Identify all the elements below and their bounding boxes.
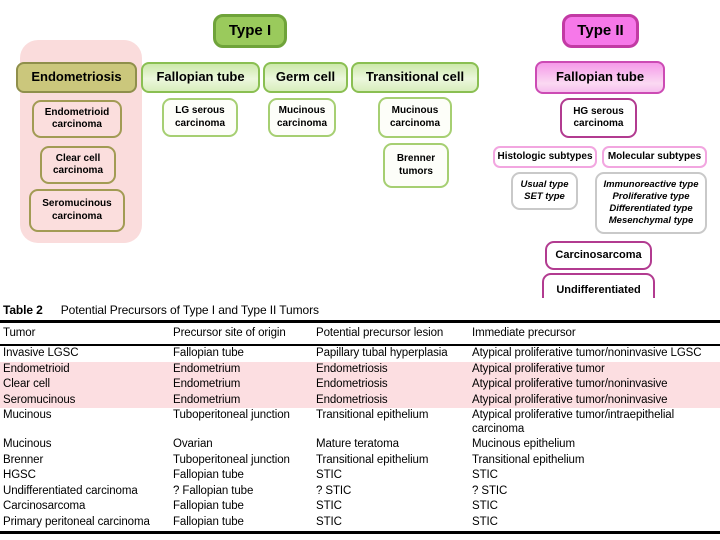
cell-site: ? Fallopian tube <box>173 484 254 497</box>
cell-site: Endometrium <box>173 362 241 375</box>
cell-tumor: Primary peritoneal carcinoma <box>3 515 150 528</box>
node-hg-serous-carcinoma: HG serous carcinoma <box>560 98 637 138</box>
table-title: Table 2 Potential Precursors of Type I an… <box>0 298 720 320</box>
table-row: Mucinous Ovarian Mature teratoma Mucinou… <box>0 437 720 453</box>
cell-lesion: STIC <box>316 515 342 528</box>
table-top-rule <box>0 320 720 323</box>
cell-immediate: Atypical proliferative tumor/noninvasive <box>472 393 668 406</box>
table-row: Primary peritoneal carcinoma Fallopian t… <box>0 515 720 531</box>
node-molecular-subtypes: Molecular subtypes <box>602 146 707 168</box>
cell-immediate: Transitional epithelium <box>472 453 585 466</box>
cell-lesion: Transitional epithelium <box>316 453 429 466</box>
type-ii-header: Type II <box>562 14 639 48</box>
table-row: Endometrioid Endometrium Endometriosis A… <box>0 361 720 377</box>
cell-site: Fallopian tube <box>173 515 244 528</box>
table-row: Brenner Tuboperitoneal junction Transiti… <box>0 453 720 469</box>
table-row: Carcinosarcoma Fallopian tube STIC STIC <box>0 499 720 515</box>
table-header-row: Tumor Precursor site of origin Potential… <box>0 323 720 345</box>
cell-immediate: STIC <box>472 515 498 528</box>
cell-lesion: STIC <box>316 500 342 512</box>
cell-lesion: STIC <box>316 469 342 481</box>
cell-site: Fallopian tube <box>173 469 244 481</box>
category-endometriosis: Endometriosis <box>16 62 137 93</box>
cell-tumor: Endometrioid <box>3 362 70 375</box>
cell-immediate: Atypical proliferative tumor/noninvasive <box>472 378 668 390</box>
cell-tumor: Carcinosarcoma <box>3 500 86 512</box>
category-fallopian-tube-type2: Fallopian tube <box>535 61 665 94</box>
node-carcinosarcoma: Carcinosarcoma <box>545 241 652 270</box>
cell-immediate: Atypical proliferative tumor/noninvasive… <box>472 347 702 359</box>
category-fallopian-tube-type1: Fallopian tube <box>141 62 260 93</box>
table-title-text: Potential Precursors of Type I and Type … <box>60 303 319 317</box>
table-row: Undifferentiated carcinoma ? Fallopian t… <box>0 484 720 500</box>
cell-tumor: Clear cell <box>3 378 50 390</box>
node-histologic-type-list: Usual type SET type <box>511 172 578 210</box>
cell-tumor: Undifferentiated carcinoma <box>3 484 138 497</box>
table-number-label: Table 2 <box>3 303 43 317</box>
table-bottom-rule <box>0 531 720 534</box>
cell-site: Endometrium <box>173 378 241 390</box>
cell-tumor: Mucinous <box>3 409 52 421</box>
table-row: Mucinous Tuboperitoneal junction Transit… <box>0 408 720 437</box>
table-row: Invasive LGSC Fallopian tube Papillary t… <box>0 346 720 362</box>
cell-immediate: ? STIC <box>472 484 508 497</box>
table-header-rule <box>0 344 720 346</box>
table-row: Seromucinous Endometrium Endometriosis A… <box>0 392 720 408</box>
cell-lesion: Mature teratoma <box>316 438 399 450</box>
cell-tumor: Mucinous <box>3 438 52 450</box>
cell-site: Tuboperitoneal junction <box>173 453 290 466</box>
cell-site: Fallopian tube <box>173 500 244 512</box>
node-molecular-type-list: Immunoreactive type Proliferative type D… <box>595 172 707 234</box>
table-row: HGSC Fallopian tube STIC STIC <box>0 468 720 484</box>
node-clear-cell-carcinoma: Clear cell carcinoma <box>40 146 116 184</box>
category-germ-cell: Germ cell <box>263 62 348 93</box>
node-brenner-tumors: Brenner tumors <box>383 143 449 188</box>
node-lg-serous-carcinoma: LG serous carcinoma <box>162 98 238 137</box>
cell-immediate: Mucinous epithelium <box>472 438 575 450</box>
column-header-tumor: Tumor <box>3 326 36 339</box>
cell-lesion: Endometriosis <box>316 362 388 375</box>
cell-site: Tuboperitoneal junction <box>173 409 290 421</box>
cell-immediate: STIC <box>472 469 498 481</box>
cell-site: Ovarian <box>173 438 213 450</box>
cell-immediate: Atypical proliferative tumor <box>472 362 605 375</box>
category-transitional-cell: Transitional cell <box>351 62 479 93</box>
precursors-table: Table 2 Potential Precursors of Type I an… <box>0 298 720 540</box>
cell-immediate: STIC <box>472 500 498 512</box>
node-mucinous-carcinoma-transitional: Mucinous carcinoma <box>378 97 452 138</box>
cell-tumor: HGSC <box>3 469 36 481</box>
cell-tumor: Seromucinous <box>3 393 76 406</box>
cell-site: Fallopian tube <box>173 347 244 359</box>
cell-lesion: Transitional epithelium <box>316 409 429 421</box>
cell-tumor: Brenner <box>3 453 44 466</box>
cell-lesion: Endometriosis <box>316 378 388 390</box>
cell-lesion: Endometriosis <box>316 393 388 406</box>
cell-lesion: ? STIC <box>316 484 352 497</box>
column-header-precursor-lesion: Potential precursor lesion <box>316 326 444 339</box>
cell-tumor: Invasive LGSC <box>3 347 79 359</box>
node-endometrioid-carcinoma: Endometrioid carcinoma <box>32 100 122 138</box>
node-histologic-subtypes: Histologic subtypes <box>493 146 597 168</box>
column-header-precursor-site: Precursor site of origin <box>173 326 286 339</box>
type-i-header: Type I <box>213 14 287 48</box>
cell-lesion: Papillary tubal hyperplasia <box>316 347 448 359</box>
node-mucinous-carcinoma-germ: Mucinous carcinoma <box>268 98 336 137</box>
cell-site: Endometrium <box>173 393 241 406</box>
table-row: Clear cell Endometrium Endometriosis Aty… <box>0 377 720 393</box>
column-header-immediate-precursor: Immediate precursor <box>472 326 576 339</box>
cell-immediate: Atypical proliferative tumor/intraepithe… <box>472 409 675 435</box>
node-seromucinous-carcinoma: Seromucinous carcinoma <box>29 189 125 232</box>
